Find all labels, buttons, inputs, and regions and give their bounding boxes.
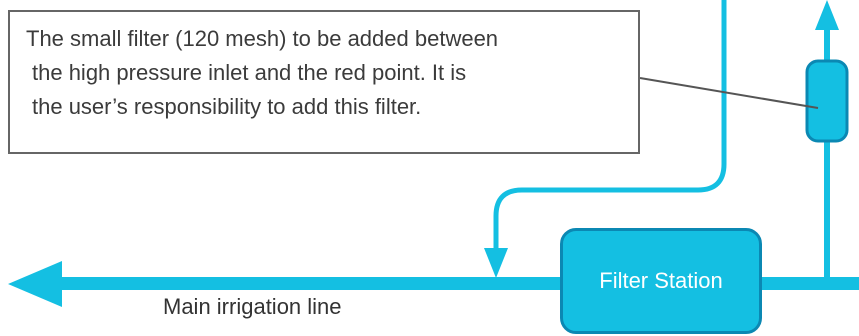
main-line-arrowhead — [8, 261, 62, 307]
filter-station-label: Filter Station — [599, 268, 723, 293]
filter-station: Filter Station — [560, 228, 762, 334]
riser-pipe — [824, 24, 830, 277]
callout-leader-line — [639, 77, 819, 109]
return-pipe — [493, 0, 727, 252]
callout-line-1: The small filter (120 mesh) to be added … — [26, 26, 499, 51]
main-irrigation-line-label: Main irrigation line — [163, 294, 342, 319]
filter-note-callout: The small filter (120 mesh) to be added … — [8, 10, 640, 154]
small-filter-body — [805, 59, 849, 143]
riser-arrowhead — [815, 0, 839, 30]
callout-line-3: the user’s responsibility to add this fi… — [32, 94, 422, 119]
callout-line-2: the high pressure inlet and the red poin… — [32, 60, 467, 85]
return-pipe-arrowhead — [484, 248, 508, 278]
